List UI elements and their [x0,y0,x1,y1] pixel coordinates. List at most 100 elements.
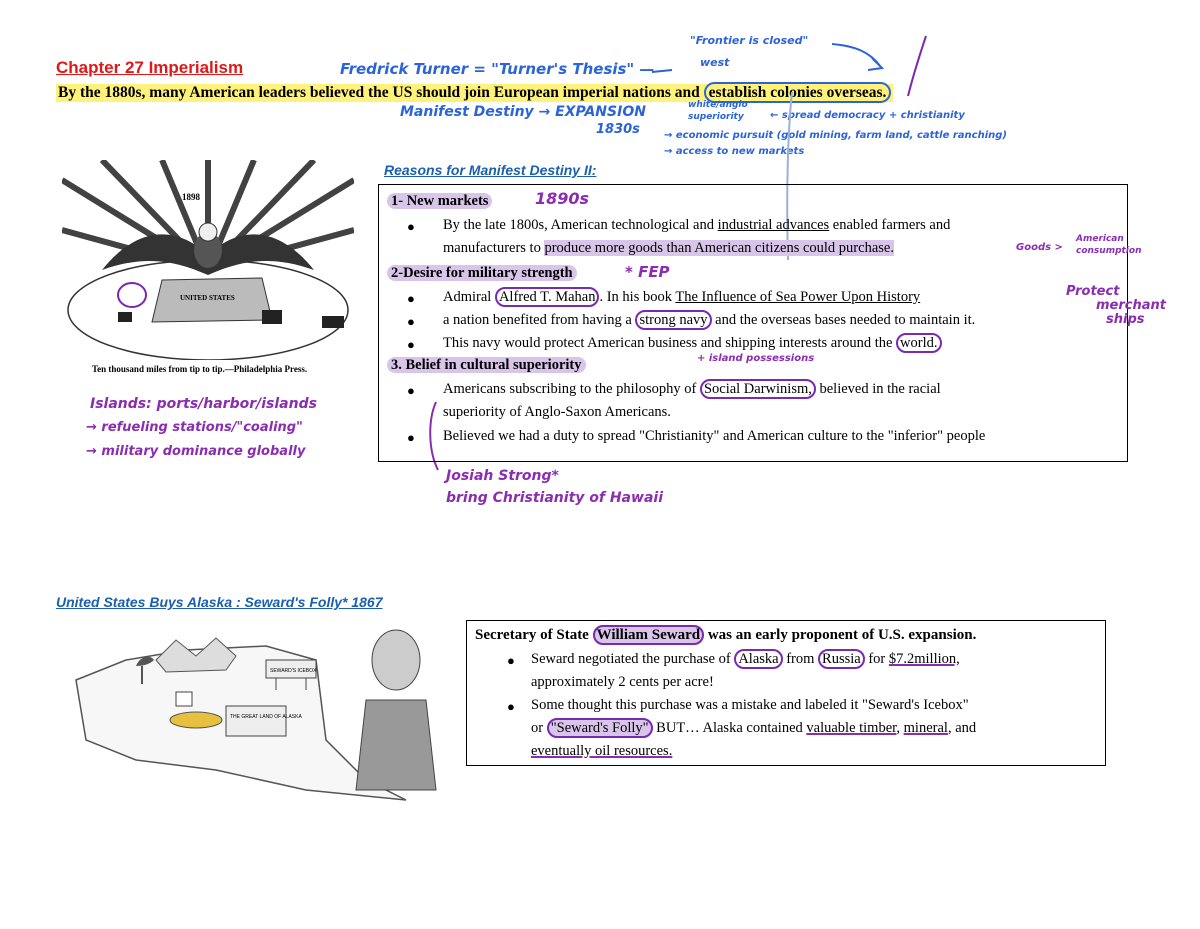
alaska-heading: United States Buys Alaska : Seward's Fol… [56,594,383,610]
s2-b2-post: and the overseas bases needed to maintai… [711,312,976,328]
darwinism-circled: Social Darwinism, [699,379,816,399]
alaska-box: Secretary of State William Seward was an… [466,620,1106,766]
seward-text-post: was an early proponent of U.S. expansion… [704,627,977,643]
spread-note: ← spread democracy + christianity [770,110,965,121]
alaska-cartoon: SEWARD'S ICEBOX THE GREAT LAND OF ALASKA [66,620,442,810]
s1-bullet-1-line-1: By the late 1800s, American technologica… [443,217,950,234]
alaska-bullet-1-line-2: approximately 2 cents per acre! [531,674,714,690]
chapter-title: Chapter 27 Imperialism [56,58,244,77]
section-2-note: * FEP [625,263,670,281]
white-note-2: superiority [688,112,744,122]
icebox-sign: SEWARD'S ICEBOX [270,668,317,674]
s2-text-mid: . In his book [599,289,676,305]
s1-text: By the late 1800s, American technologica… [443,217,718,233]
seward-text: Secretary of State [475,627,593,643]
islands-note-1: Islands: ports/harbor/islands [90,396,317,412]
strong-note: Josiah Strong* [446,468,559,484]
frontier-note-1: "Frontier is closed" [690,34,809,47]
goods-note-1: Goods > [1016,242,1063,253]
islands-note-2: → refueling stations/"coaling" [86,420,303,435]
mineral-underlined: mineral [903,720,948,736]
timber-underlined: valuable timber [806,720,897,736]
s1-highlighted: produce more goods than American citizen… [544,240,894,256]
alaska-b2-mid: BUT… Alaska contained [652,720,807,736]
russia-circled: Russia [818,649,865,669]
island-possessions-note: + island possessions [697,353,815,364]
bullet-dot: ● [507,699,515,714]
cartoon-label: UNITED STATES [180,294,235,302]
intro-sentence: By the 1880s, many American leaders beli… [56,82,894,103]
section-3-title: 3. Belief in cultural superiority [387,357,586,373]
protect-note-3: ships [1106,312,1145,327]
alaska-box-title: Secretary of State William Seward was an… [475,625,977,645]
section-2-title: 2-Desire for military strength [387,265,577,281]
bullet-dot: ● [407,430,415,445]
section-new-markets: 1- New markets [387,193,493,210]
bullet-dot: ● [407,219,415,234]
years-note: 1830s [596,122,640,137]
alaska-b2-or: or [531,720,547,736]
protect-note-2: merchant [1096,298,1166,313]
frontier-note-2: west [700,56,730,69]
alaska-cartoon-image: SEWARD'S ICEBOX THE GREAT LAND OF ALASKA [75,629,437,801]
bullet-dot: ● [407,314,415,329]
s1-text-2: manufacturers to [443,240,545,256]
oil-underlined: eventually oil resources. [531,743,673,759]
cartoon-year: 1898 [182,192,201,202]
s3-bullet-1-line-1: Americans subscribing to the philosophy … [443,379,941,399]
alaska-b1-mid2: for [864,651,889,667]
alaska-b1-mid: from [782,651,819,667]
land-sign: THE GREAT LAND OF ALASKA [230,714,302,720]
s3-text-post: believed in the racial [815,381,941,397]
section-1-title: 1- New markets [387,193,493,209]
s3-bullet-1-line-2: superiority of Anglo-Saxon Americans. [443,404,671,420]
s2-bullet-1: Admiral Alfred T. Mahan. In his book The… [443,287,921,307]
seward-highlight: William Seward [592,625,705,645]
section-1-note: 1890s [535,189,590,208]
alaska-circled: Alaska [734,649,783,669]
eagle-cartoon: 1898 UNITED STATES Ten thousand miles fr… [60,157,356,378]
s1-text-post: enabled farmers and [829,217,951,233]
alaska-and: , and [947,720,977,736]
s1-bullet-1-line-2: manufacturers to produce more goods than… [443,240,894,257]
islands-note-3: → military dominance globally [86,444,306,459]
alaska-bullet-1-line-1: Seward negotiated the purchase of Alaska… [531,649,960,669]
manifest-note: Manifest Destiny → EXPANSION [400,104,646,120]
goods-note-3: consumption [1076,246,1142,256]
protect-note-1: Protect [1066,284,1120,299]
folly-highlight: "Seward's Folly" [546,718,653,738]
mahan-circled: Alfred T. Mahan [494,287,600,307]
intro-circled-text: establish colonies overseas. [703,82,892,103]
world-circled: world. [896,333,942,353]
s2-bullet-2: a nation benefited from having a strong … [443,310,976,330]
access-note: → access to new markets [664,146,805,157]
alaska-bullet-2-line-1: Some thought this purchase was a mistake… [531,697,969,713]
alaska-b1-text: Seward negotiated the purchase of [531,651,735,667]
section-military: 2-Desire for military strength [387,265,577,282]
white-note-1: white/anglo [688,100,748,110]
reasons-box: 1- New markets 1890s ● By the late 1800s… [378,184,1128,462]
bullet-dot: ● [407,337,415,352]
book-title: The Influence of Sea Power Upon History [675,289,921,305]
bullet-dot: ● [507,653,515,668]
goods-note-2: American [1076,234,1124,244]
bullet-dot: ● [407,383,415,398]
reasons-heading: Reasons for Manifest Destiny II: [384,162,597,178]
navy-circled: strong navy [635,310,712,330]
alaska-bullet-2-line-3: eventually oil resources. [531,743,672,760]
s2-b3-text: This navy would protect American busines… [443,335,897,351]
s3-bullet-2: Believed we had a duty to spread "Christ… [443,428,986,444]
s2-text: Admiral [443,289,495,305]
s2-bullet-3: This navy would protect American busines… [443,333,942,353]
hawaii-note: bring Christianity of Hawaii [446,490,663,506]
s3-text: Americans subscribing to the philosophy … [443,381,700,397]
intro-text: By the 1880s, many American leaders beli… [58,84,704,101]
price-underlined: $7.2million, [888,651,960,667]
section-culture: 3. Belief in cultural superiority [387,357,586,374]
s1-underlined: industrial advances [717,217,830,233]
alaska-bullet-2-line-2: or "Seward's Folly" BUT… Alaska containe… [531,718,977,738]
turner-note: Fredrick Turner = "Turner's Thesis" — [340,60,655,78]
econ-note: → economic pursuit (gold mining, farm la… [664,130,1007,141]
bullet-dot: ● [407,291,415,306]
